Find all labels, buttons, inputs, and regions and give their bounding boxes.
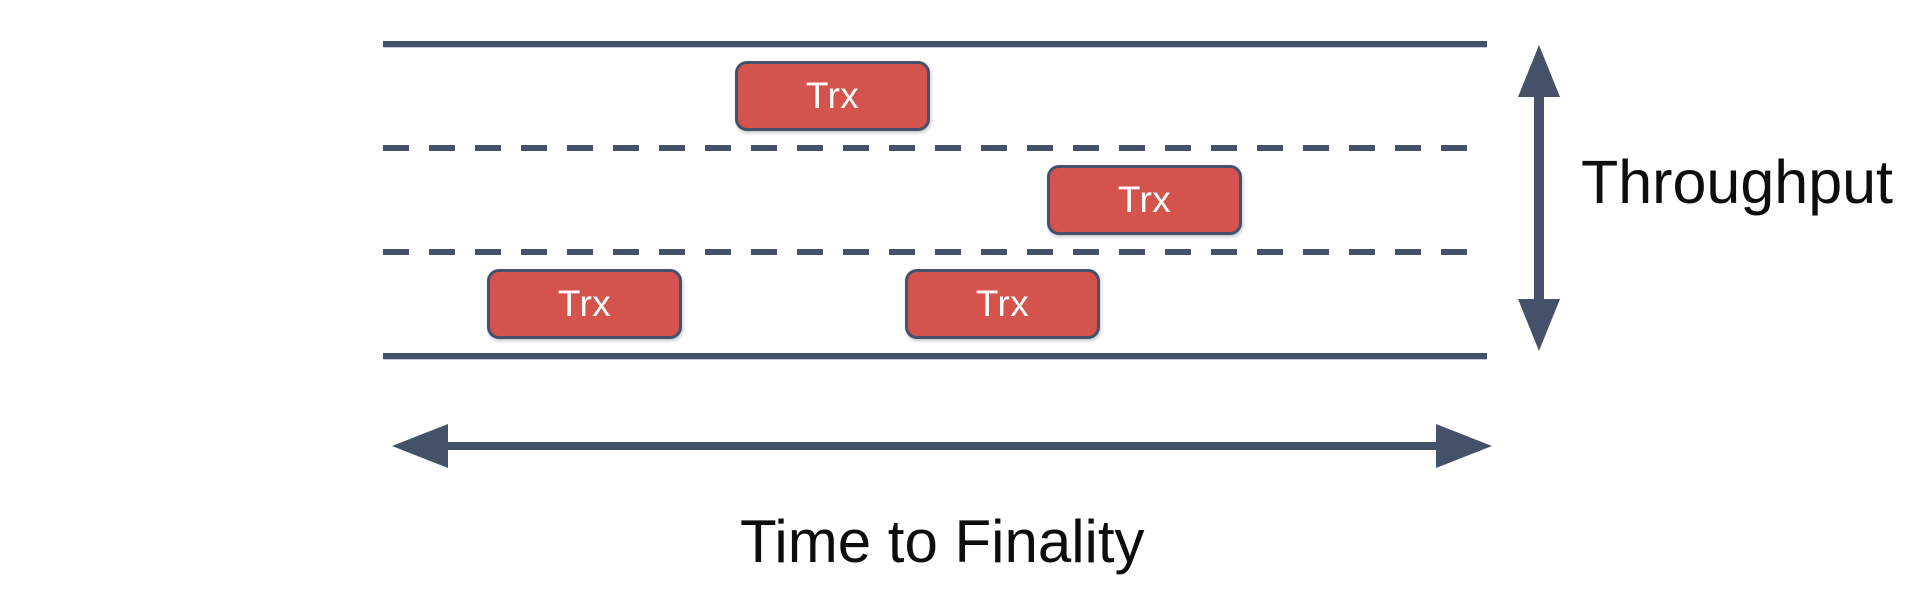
lane-boundary-solid-top bbox=[383, 41, 1487, 47]
transaction-label: Trx bbox=[1117, 179, 1172, 220]
transaction-box: Trx bbox=[487, 269, 682, 339]
transaction-label: Trx bbox=[805, 75, 860, 116]
transaction-box: Trx bbox=[735, 61, 930, 131]
lane-divider-dashed-upper bbox=[383, 145, 1487, 151]
lane-divider-dashed-lower bbox=[383, 249, 1487, 255]
transaction-box: Trx bbox=[1047, 165, 1242, 235]
horizontal-double-arrow-icon bbox=[388, 420, 1496, 472]
transaction-label: Trx bbox=[975, 283, 1030, 324]
transaction-box: Trx bbox=[905, 269, 1100, 339]
vertical-double-arrow-icon bbox=[1513, 42, 1565, 354]
lane-boundary-solid-bottom bbox=[383, 353, 1487, 359]
throughput-axis-label: Throughput bbox=[1581, 148, 1893, 216]
time-to-finality-axis-label: Time to Finality bbox=[740, 508, 1145, 575]
transaction-label: Trx bbox=[557, 283, 612, 324]
